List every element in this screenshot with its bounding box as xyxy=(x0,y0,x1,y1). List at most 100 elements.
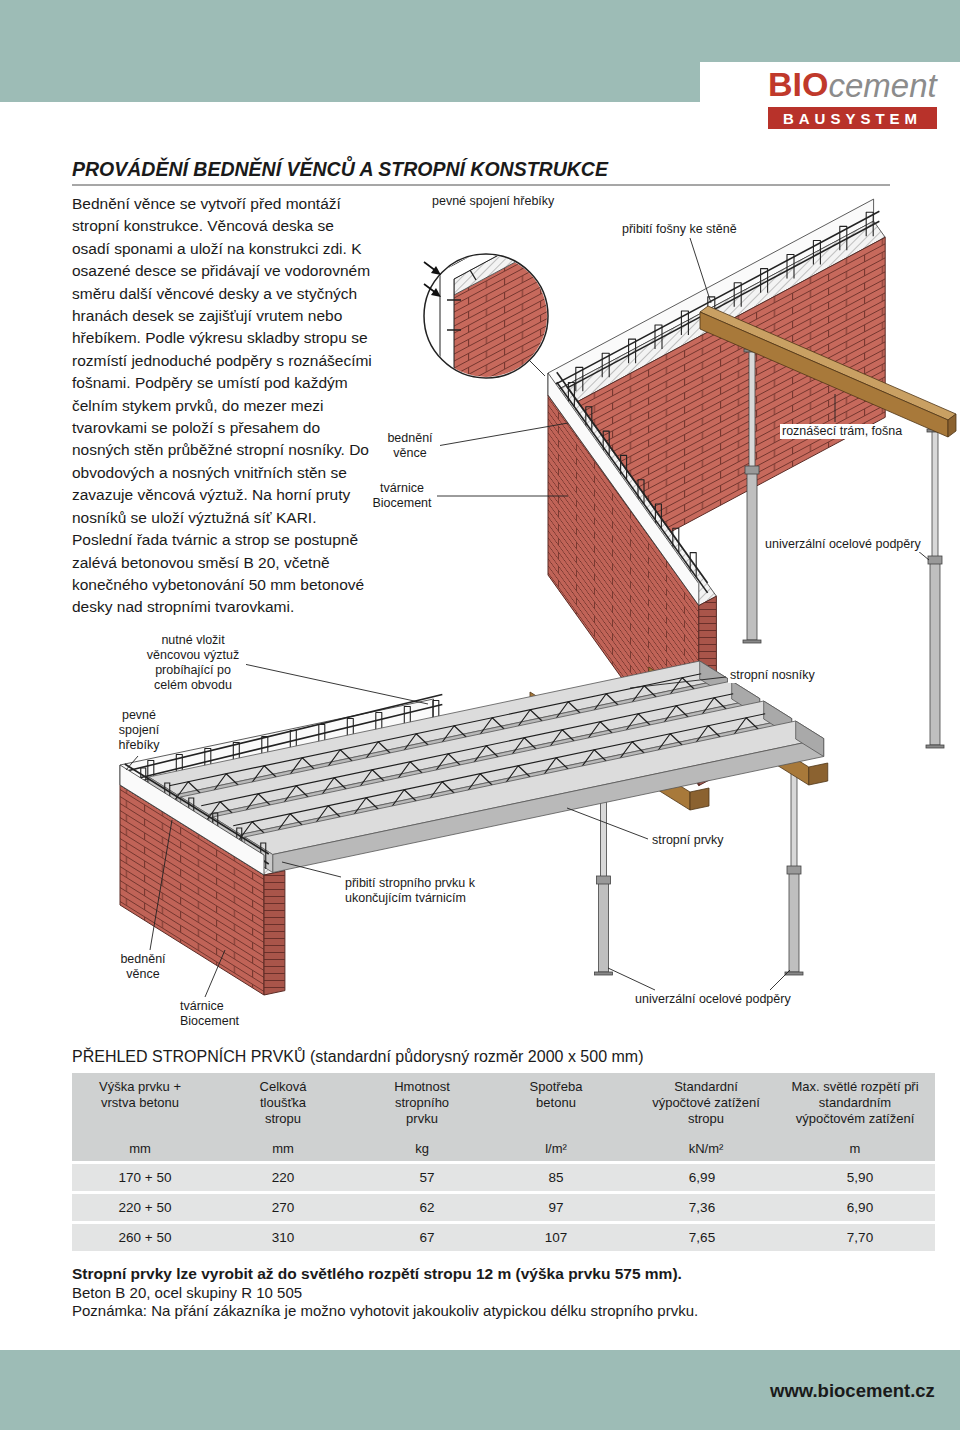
detail-callout-part xyxy=(431,266,441,275)
floor-slabs-part xyxy=(796,721,824,757)
lower-props-part xyxy=(595,972,613,975)
logo-band: BAUSYSTEM xyxy=(768,107,937,129)
table-cell: 170 + 50 xyxy=(105,1170,185,1186)
front-wall-rebar-part xyxy=(125,764,269,854)
upper-props-part xyxy=(745,466,759,474)
body-text: Bednění věnce se vytvoří před montáží st… xyxy=(72,193,375,619)
floor-slabs-part xyxy=(245,721,824,855)
table-unit: m xyxy=(820,1141,890,1157)
upper-props-part xyxy=(747,470,757,640)
table-cell: 67 xyxy=(387,1230,467,1246)
upper-wall-part xyxy=(568,383,696,577)
table-grid xyxy=(72,1073,935,1251)
table-header: Spotřeba betonu xyxy=(517,1079,595,1111)
upper-props-part xyxy=(749,352,755,470)
web-address: www.biocement.cz xyxy=(770,1380,935,1402)
lower-planks-part xyxy=(809,763,828,785)
table-unit: l/m² xyxy=(521,1141,591,1157)
footnote: Stropní prvky lze vyrobit až do světlého… xyxy=(72,1265,682,1284)
table-cell: 6,90 xyxy=(820,1200,900,1216)
table-unit: mm xyxy=(105,1141,175,1157)
leader-lines-part xyxy=(690,238,711,303)
table-header: Hmotnost stropního prvku xyxy=(381,1079,463,1127)
lower-props-part xyxy=(789,870,799,972)
detail-callout-part xyxy=(424,254,548,378)
floor-slabs xyxy=(149,661,824,873)
table-grid-part xyxy=(72,1164,935,1191)
upper-wall-part xyxy=(557,382,708,593)
upper-props-part xyxy=(932,432,938,560)
upper-wall-part xyxy=(548,373,699,606)
callout-label: bednění věnce xyxy=(113,952,173,982)
callout-label: pevné spojení hřebíky xyxy=(106,708,172,753)
table-heading: PŘEHLED STROPNÍCH PRVKŮ (standardní půdo… xyxy=(72,1047,643,1066)
table-unit: kg xyxy=(387,1141,457,1157)
lower-props-part xyxy=(597,876,611,884)
table-cell: 85 xyxy=(516,1170,596,1186)
table-cell: 7,36 xyxy=(662,1200,742,1216)
page-title: PROVÁDĚNÍ BEDNĚNÍ VĚNCŮ A STROPNÍ KONSTR… xyxy=(72,158,608,181)
page-bands-part xyxy=(0,1350,960,1430)
leader-lines-part xyxy=(608,968,655,990)
table-cell: 7,70 xyxy=(820,1230,900,1246)
table-cell: 5,90 xyxy=(820,1170,900,1186)
logo-word: BIO xyxy=(768,64,828,105)
upper-wall-part xyxy=(557,372,708,583)
lower-planks-part xyxy=(690,788,709,810)
table-cell: 6,99 xyxy=(662,1170,742,1186)
table-header: Výška prvku + vrstva betonu xyxy=(84,1079,196,1111)
table-grid-part xyxy=(72,1194,935,1221)
leader-lines-part xyxy=(567,808,648,839)
table-cell: 97 xyxy=(516,1200,596,1216)
leader-lines-part xyxy=(244,664,428,704)
page-bands-part xyxy=(72,185,890,186)
callout-label: nutné vložit věncovou výztuž probíhající… xyxy=(140,633,246,693)
upper-props-part xyxy=(743,640,761,643)
leader-lines-part xyxy=(630,677,726,688)
floor-slabs-part xyxy=(273,739,824,873)
upper-props-part xyxy=(930,560,940,745)
front-wall-rebar xyxy=(120,764,269,875)
upper-props-part xyxy=(928,556,942,564)
leader-lines-part xyxy=(126,756,138,770)
lower-wall-part xyxy=(264,871,285,995)
table-unit: mm xyxy=(248,1141,318,1157)
lower-props-part xyxy=(791,768,797,870)
callout-label: bednění věnce xyxy=(380,431,440,461)
footnote: Beton B 20, ocel skupiny R 10 505 xyxy=(72,1284,302,1302)
callout-label: stropní nosníky xyxy=(728,668,817,683)
callout-label: pevné spojení hřebíky xyxy=(430,194,556,209)
leader-lines-part xyxy=(835,394,836,422)
table-cell: 260 + 50 xyxy=(105,1230,185,1246)
detail-callout xyxy=(424,208,560,400)
table-cell: 220 + 50 xyxy=(105,1200,185,1216)
upper-plank-part xyxy=(700,312,948,437)
table-header: Celková tloušťka stropu xyxy=(247,1079,319,1127)
page-bands-part xyxy=(0,0,960,62)
leader-lines-part xyxy=(437,423,568,446)
table-cell: 270 xyxy=(243,1200,323,1216)
callout-label: univerzální ocelové podpěry xyxy=(763,537,923,552)
detail-callout-part xyxy=(431,288,441,297)
callout-label: tvárnice Biocement xyxy=(178,999,248,1029)
footnote: Poznámka: Na přání zákazníka je možno vy… xyxy=(72,1302,698,1320)
table-grid-part xyxy=(72,1073,935,1161)
callout-label: stropní prvky xyxy=(650,833,726,848)
callout-label: roznášecí trám, fošna xyxy=(780,424,904,439)
leader-lines-part xyxy=(529,360,545,376)
callout-label: tvárnice Biocement xyxy=(367,481,437,511)
upper-props-part xyxy=(926,745,944,748)
table-grid-part xyxy=(72,1224,935,1251)
table-cell: 107 xyxy=(516,1230,596,1246)
page-bands-part xyxy=(0,62,700,102)
table-header: Standardní výpočtové zatížení stropu xyxy=(651,1079,761,1127)
callout-label: přibití stropního prvku k ukončujícím tv… xyxy=(343,876,489,906)
callout-label: univerzální ocelové podpěry xyxy=(633,992,793,1007)
table-cell: 57 xyxy=(387,1170,467,1186)
leader-lines-part xyxy=(205,950,225,997)
table-cell: 220 xyxy=(243,1170,323,1186)
logo-text: BAUSYSTEM xyxy=(783,110,922,127)
upper-plank xyxy=(700,306,956,437)
